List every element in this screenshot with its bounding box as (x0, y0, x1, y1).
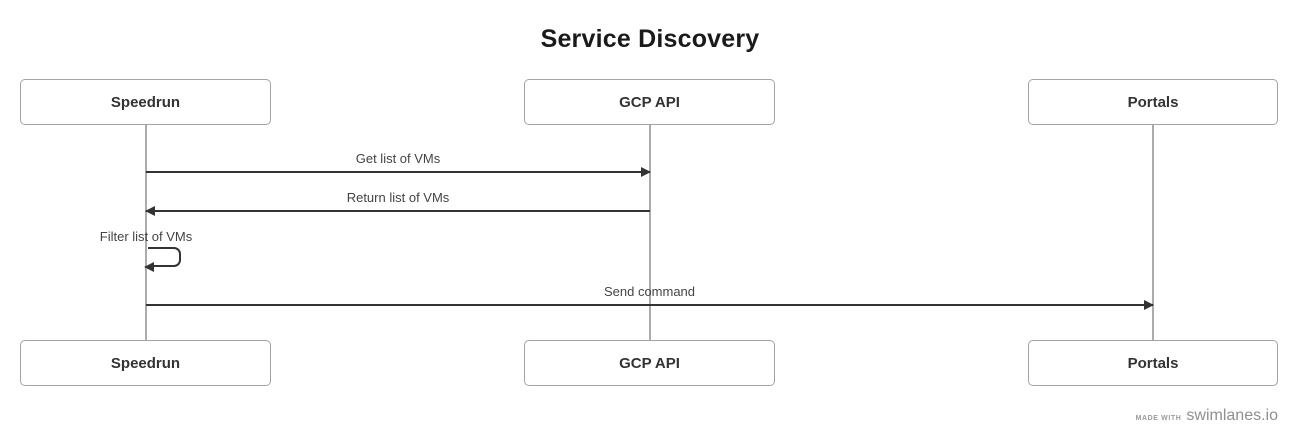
actor-gcp-api-top: GCP API (524, 79, 775, 125)
arrow-right-icon (146, 300, 1154, 310)
lifeline-portals (1152, 125, 1154, 340)
made-with-label: MADE WITH (1135, 415, 1182, 422)
actor-portals-bottom: Portals (1028, 340, 1278, 386)
actor-gcp-api-top-label: GCP API (619, 93, 680, 111)
swimlanes-brand: swimlanes.io (1186, 407, 1278, 424)
diagram-title: Service Discovery (540, 25, 760, 53)
actor-speedrun-bottom-label: Speedrun (110, 354, 181, 372)
lifeline-gcp-api (649, 125, 651, 340)
message-get-list-of-vms: Get list of VMs (146, 151, 651, 177)
actor-speedrun-top-label: Speedrun (110, 93, 181, 111)
swimlanes-watermark: MADE WITH swimlanes.io (1136, 407, 1278, 425)
message-return-list-of-vms: Return list of VMs (145, 190, 650, 216)
arrow-right-icon (146, 167, 651, 177)
self-loop-arrow-icon (144, 247, 181, 272)
lifeline-speedrun (145, 125, 147, 340)
actor-portals-bottom-label: Portals (1127, 354, 1179, 372)
message-send-command: Send command (146, 284, 1154, 310)
actor-gcp-api-bottom-label: GCP API (619, 354, 680, 372)
message-get-list-of-vms-label: Get list of VMs (355, 151, 441, 166)
message-return-list-of-vms-label: Return list of VMs (346, 190, 450, 205)
message-send-command-label: Send command (603, 284, 696, 299)
actor-gcp-api-bottom: GCP API (524, 340, 775, 386)
actor-portals-top: Portals (1028, 79, 1278, 125)
actor-speedrun-bottom: Speedrun (20, 340, 271, 386)
actor-speedrun-top: Speedrun (20, 79, 271, 125)
arrow-left-icon (145, 206, 650, 216)
actor-portals-top-label: Portals (1127, 93, 1179, 111)
message-filter-list-of-vms-label: Filter list of VMs (99, 229, 193, 244)
